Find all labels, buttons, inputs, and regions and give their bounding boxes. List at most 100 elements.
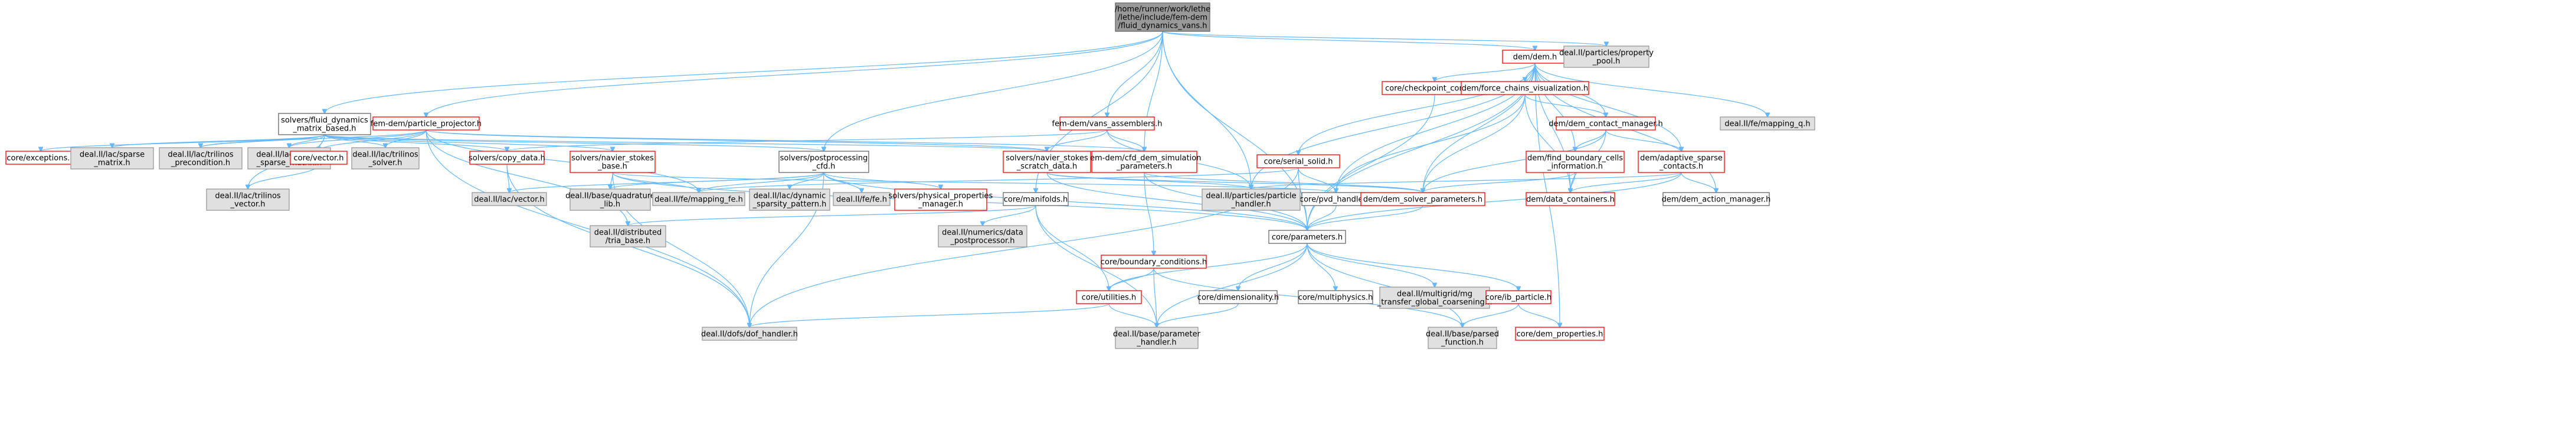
node-nsbase[interactable]: solvers/navier_stokes_base.h <box>569 151 656 173</box>
node-label: core/vector.h <box>294 154 344 163</box>
node-manifolds[interactable]: core/manifolds.h <box>1003 192 1069 206</box>
node-mgtransfer[interactable]: deal.II/multigrid/mg_transfer_global_coa… <box>1377 287 1492 309</box>
node-boundcond[interactable]: core/boundary_conditions.h <box>1101 255 1207 269</box>
node-lacvector[interactable]: deal.II/lac/vector.h <box>472 192 547 206</box>
node-label: dem/dem_solver_parameters.h <box>1363 196 1482 204</box>
node-fefe[interactable]: deal.II/fe/fe.h <box>833 192 891 206</box>
node-box <box>702 327 797 341</box>
node-box <box>372 116 480 131</box>
node-box <box>1076 290 1142 304</box>
node-label: deal.II/base/quadrature <box>565 192 655 201</box>
edge-adaptive-to-datacont <box>1570 172 1682 193</box>
node-label: _matrix_based.h <box>293 125 356 134</box>
edge-postproc-to-physprops <box>823 172 941 189</box>
edge-vansasm-to-nsscratch <box>1047 129 1108 151</box>
node-label: _information.h <box>1547 162 1603 171</box>
node-label: _transfer_global_coarsening.h <box>1377 298 1492 307</box>
edge-partproj-to-trisolver <box>385 129 427 148</box>
node-trisolver[interactable]: deal.II/lac/trilinos_solver.h <box>351 147 420 170</box>
node-box <box>590 225 666 248</box>
node-box <box>206 188 290 211</box>
node-mappingq[interactable]: deal.II/fe/mapping_q.h <box>1720 116 1815 131</box>
node-label: _lib.h <box>600 200 620 209</box>
node-contactmgr[interactable]: dem/dem_contact_manager.h <box>1549 116 1663 131</box>
edge-contactmgr-to-adaptive <box>1605 129 1681 151</box>
node-label: solvers/physical_properties <box>889 192 993 201</box>
node-label: _manager.h <box>918 200 963 209</box>
node-fdmb[interactable]: solvers/fluid_dynamics_matrix_based.h <box>278 113 371 135</box>
edge-dem-to-adaptive <box>1534 63 1681 151</box>
node-physprops[interactable]: solvers/physical_properties_manager.h <box>889 188 993 211</box>
node-label: dem/adaptive_sparse <box>1640 154 1723 163</box>
edge-postproc-to-quadlib <box>610 172 824 189</box>
node-dimensionality[interactable]: core/dimensionality.h <box>1197 290 1279 304</box>
node-label: deal.II/lac/trilinos <box>168 151 234 159</box>
node-pvdhandler[interactable]: core/pvd_handler.h <box>1300 192 1373 206</box>
node-vansasm[interactable]: fem-dem/vans_assemblers.h <box>1052 116 1163 131</box>
node-utilities[interactable]: core/utilities.h <box>1076 290 1142 304</box>
node-params[interactable]: core/parameters.h <box>1268 230 1346 244</box>
edge-dem-to-mappingq <box>1534 63 1767 117</box>
node-label: _function.h <box>1441 338 1484 347</box>
edge-params-to-utilities <box>1109 243 1308 291</box>
node-partproj[interactable]: fem-dem/particle_projector.h <box>371 116 482 131</box>
node-box <box>1101 255 1207 269</box>
node-datapost[interactable]: deal.II/numerics/data_postprocessor.h <box>938 225 1027 248</box>
node-datacont[interactable]: dem/data_containers.h <box>1526 192 1615 206</box>
node-dynsparse[interactable]: deal.II/lac/dynamic_sparsity_pattern.h <box>749 188 830 211</box>
node-label: _matrix.h <box>93 159 130 168</box>
node-label: /home/runner/work/lethe <box>1115 5 1210 14</box>
node-ppool[interactable]: deal.II/particles/property_pool.h <box>1559 45 1654 68</box>
node-parsedfn[interactable]: deal.II/base/parsed_function.h <box>1426 327 1499 349</box>
edge-serialsolid-to-pvdhandler <box>1298 167 1336 193</box>
node-label: _pool.h <box>1592 57 1621 66</box>
node-paramhandler[interactable]: deal.II/base/parameter_handler.h <box>1113 327 1201 349</box>
edge-manifolds-to-utilities <box>1035 205 1109 291</box>
node-trisparsem[interactable]: deal.II/lac/sparse_matrix.h <box>70 147 154 170</box>
node-label: core/boundary_conditions.h <box>1101 258 1207 267</box>
node-nsscratch[interactable]: solvers/navier_stokes_scratch_data.h <box>1003 151 1091 173</box>
node-serialsolid[interactable]: core/serial_solid.h <box>1256 154 1340 168</box>
edge-fdmb-to-copydata <box>324 134 507 151</box>
node-trivector[interactable]: deal.II/lac/trilinos_vector.h <box>206 188 290 211</box>
node-box <box>1461 81 1589 95</box>
node-triprecond[interactable]: deal.II/lac/trilinos_precondition.h <box>159 147 243 170</box>
edge-nsbase-to-mappingfe <box>612 172 699 193</box>
node-demsolver[interactable]: dem/dem_solver_parameters.h <box>1360 192 1485 206</box>
node-adaptive[interactable]: dem/adaptive_sparse_contacts.h <box>1638 151 1725 173</box>
edge-partproj-to-tribase <box>425 129 628 226</box>
node-tribase[interactable]: deal.II/distributed/tria_base.h <box>590 225 666 248</box>
node-box <box>1256 154 1340 168</box>
node-label: solvers/navier_stokes <box>571 154 654 163</box>
node-label: deal.II/numerics/data <box>942 229 1023 237</box>
node-label: deal.II/fe/mapping_fe.h <box>654 196 743 204</box>
node-label: core/multiphysics.h <box>1298 294 1373 302</box>
edge-dem-to-findbound <box>1534 63 1575 151</box>
edge-fcviz-to-contactmgr <box>1524 94 1606 117</box>
node-box <box>1199 290 1278 304</box>
node-exceptions[interactable]: core/exceptions.h <box>5 151 76 165</box>
node-root[interactable]: /home/runner/work/lethe/lethe/include/fe… <box>1115 2 1210 32</box>
edge-nsbase-to-quadlib <box>610 172 613 189</box>
edge-nsscratch-to-params <box>1046 172 1307 230</box>
node-ibparticle[interactable]: core/ib_particle.h <box>1485 290 1552 304</box>
node-label: dem/dem.h <box>1513 53 1557 62</box>
node-corevector[interactable]: core/vector.h <box>290 151 348 165</box>
node-multiphysics[interactable]: core/multiphysics.h <box>1298 290 1373 304</box>
edge-manifolds-to-tribase <box>628 205 1036 226</box>
node-quadlib[interactable]: deal.II/base/quadrature_lib.h <box>565 188 655 211</box>
node-fcviz[interactable]: dem/force_chains_visualization.h <box>1461 81 1589 95</box>
node-postproc[interactable]: solvers/postprocessing_cfd.h <box>778 151 869 173</box>
node-actionmgr[interactable]: dem/dem_action_manager.h <box>1662 192 1771 206</box>
node-parthandler[interactable]: deal.II/particles/particle_handler.h <box>1202 188 1301 211</box>
node-mappingfe[interactable]: deal.II/fe/mapping_fe.h <box>652 192 745 206</box>
node-cfddem[interactable]: fem-dem/cfd_dem_simulation_parameters.h <box>1088 151 1202 173</box>
node-demprops[interactable]: core/dem_properties.h <box>1515 327 1605 341</box>
node-findbound[interactable]: dem/find_boundary_cells_information.h <box>1526 151 1625 173</box>
node-dem[interactable]: dem/dem.h <box>1502 50 1568 64</box>
node-dofhandler[interactable]: deal.II/dofs/dof_handler.h <box>701 327 798 341</box>
node-box <box>1268 230 1346 244</box>
node-copydata[interactable]: solvers/copy_data.h <box>469 151 545 165</box>
node-box <box>1059 116 1155 131</box>
